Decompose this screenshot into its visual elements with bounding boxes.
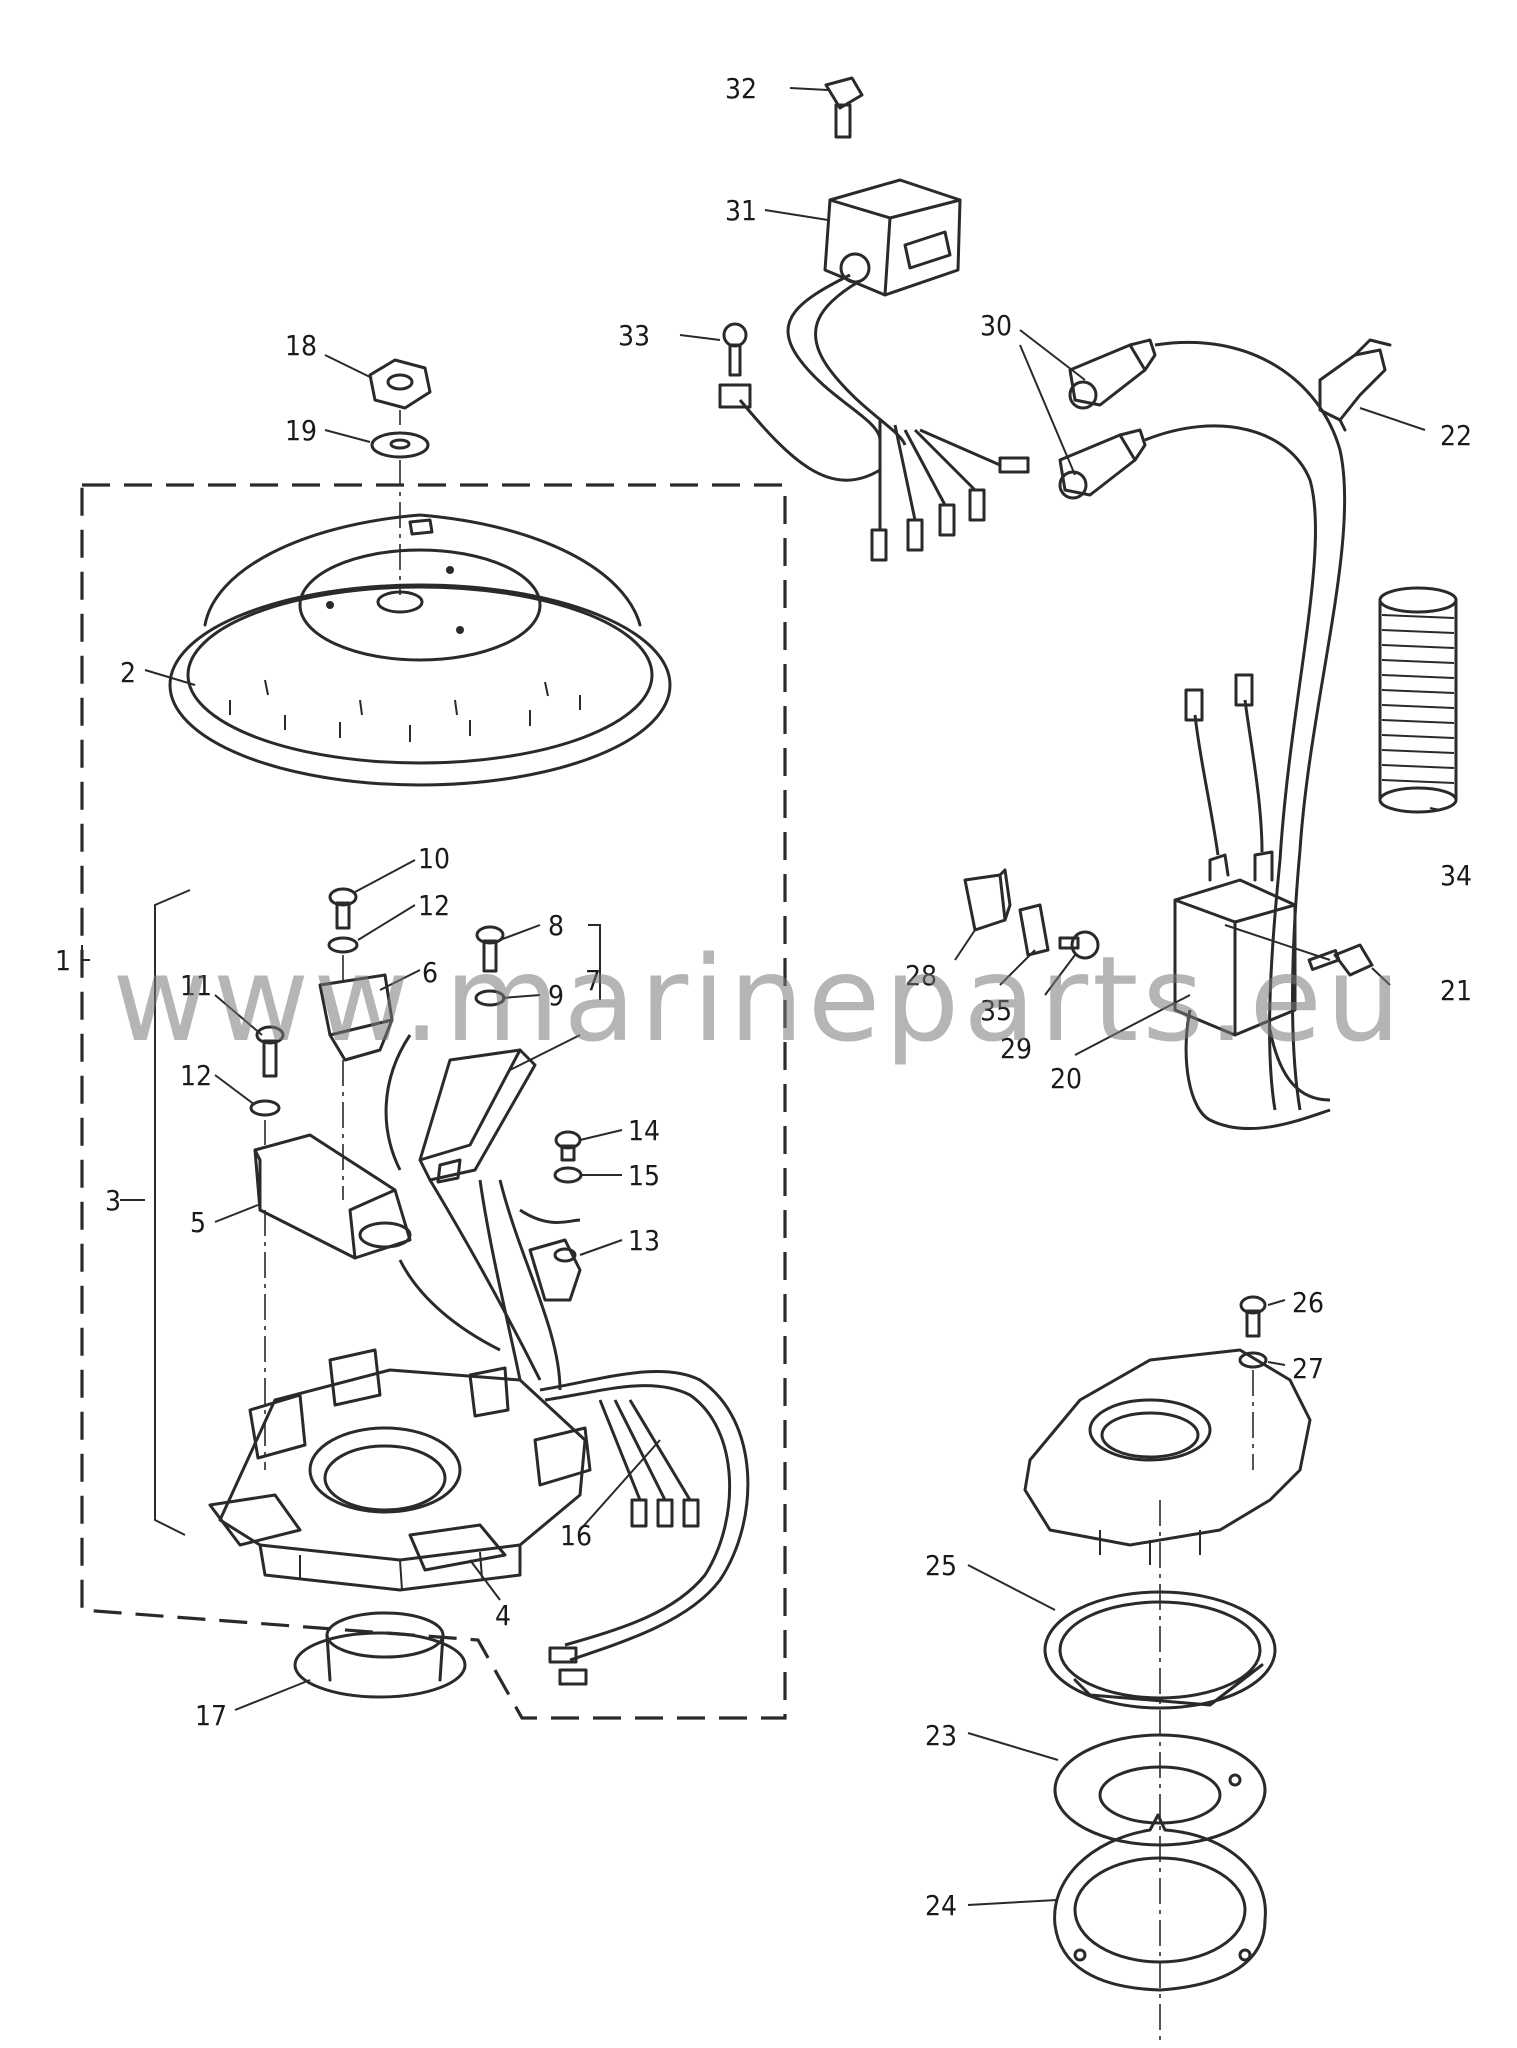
ring-23 — [1053, 1733, 1267, 1847]
callout-23: 23 — [925, 1719, 957, 1752]
switch-box-31 — [823, 178, 962, 297]
callout-35: 35 — [980, 994, 1012, 1027]
coil-5 — [253, 1133, 412, 1260]
callout-34: 34 — [1440, 859, 1472, 892]
retainer-24 — [1053, 1813, 1267, 1992]
callout-22: 22 — [1440, 419, 1472, 452]
spring-34 — [1378, 586, 1458, 814]
callout-7: 7 — [585, 964, 601, 997]
washer-12-upper — [327, 936, 359, 954]
callout-18: 18 — [285, 329, 317, 362]
clamp-13 — [528, 1238, 582, 1302]
callout-labels: 32 31 33 30 22 18 19 2 10 12 8 6 7 9 1 1… — [55, 72, 1472, 1922]
high-tension-leads — [1144, 340, 1347, 1111]
callout-21: 21 — [1440, 974, 1472, 1007]
callout-26: 26 — [1292, 1286, 1324, 1319]
callout-11: 11 — [180, 969, 212, 1002]
stator-plate-4 — [208, 1348, 592, 1592]
nut-18 — [368, 358, 432, 410]
mounting-plate — [1023, 1348, 1312, 1565]
callout-31: 31 — [725, 194, 757, 227]
washer-19 — [370, 431, 430, 459]
callout-14: 14 — [628, 1114, 660, 1147]
screw-14 — [554, 1130, 582, 1162]
callout-20: 20 — [1050, 1062, 1082, 1095]
leader-lines — [81, 87, 1441, 1906]
callout-24: 24 — [925, 1889, 957, 1922]
callout-5: 5 — [190, 1206, 206, 1239]
washer-9 — [474, 989, 506, 1007]
wire-harness-16 — [539, 1369, 750, 1686]
callout-4: 4 — [495, 1599, 511, 1632]
callout-33: 33 — [618, 319, 650, 352]
pad-35 — [1018, 903, 1050, 957]
wire-harness-31 — [786, 273, 907, 446]
bracket-item-3 — [154, 889, 191, 1536]
screw-10 — [328, 887, 358, 930]
callout-6: 6 — [422, 956, 438, 989]
washer-27 — [1238, 1351, 1268, 1369]
callout-8: 8 — [548, 909, 564, 942]
callout-1: 1 — [55, 944, 71, 977]
bushing-17 — [293, 1611, 467, 1699]
screw-26 — [1239, 1295, 1267, 1338]
callout-19: 19 — [285, 414, 317, 447]
bracket-28 — [963, 868, 1012, 932]
callout-30: 30 — [980, 309, 1012, 342]
ring-25 — [1043, 1590, 1277, 1710]
callout-13: 13 — [628, 1224, 660, 1257]
wire-leads-31 — [870, 420, 1030, 562]
callout-25: 25 — [925, 1549, 957, 1582]
callout-3: 3 — [105, 1184, 121, 1217]
callout-16: 16 — [560, 1519, 592, 1552]
callout-12-upper: 12 — [418, 889, 450, 922]
ground-screw-33 — [718, 322, 881, 482]
callout-9: 9 — [548, 979, 564, 1012]
callout-32: 32 — [725, 72, 757, 105]
callout-17: 17 — [195, 1699, 227, 1732]
callout-28: 28 — [905, 959, 937, 992]
bolt-32 — [824, 76, 864, 139]
module-7 — [418, 1048, 537, 1184]
callout-12-lower: 12 — [180, 1059, 212, 1092]
assembly-boundary — [80, 483, 787, 1720]
screw-11 — [255, 1025, 285, 1078]
screw-21 — [1307, 943, 1374, 977]
flywheel-2 — [168, 513, 672, 787]
stator-wires — [384, 1034, 581, 1391]
screw-8 — [475, 925, 505, 973]
callout-29: 29 — [1000, 1032, 1032, 1065]
callout-2: 2 — [120, 656, 136, 689]
callout-10: 10 — [418, 842, 450, 875]
screw-29 — [1058, 930, 1100, 960]
spark-plug-boots-30 — [1058, 338, 1157, 500]
bracket-item-7 — [588, 924, 601, 1000]
centerline-right-stack — [1159, 1370, 1254, 2040]
bracket-6 — [318, 973, 394, 1062]
washer-12-lower — [249, 1099, 281, 1117]
callout-27: 27 — [1292, 1352, 1324, 1385]
washer-15 — [553, 1166, 583, 1184]
callout-15: 15 — [628, 1159, 660, 1192]
ignition-coil-20 — [1173, 673, 1331, 1131]
clip-22 — [1318, 338, 1392, 432]
